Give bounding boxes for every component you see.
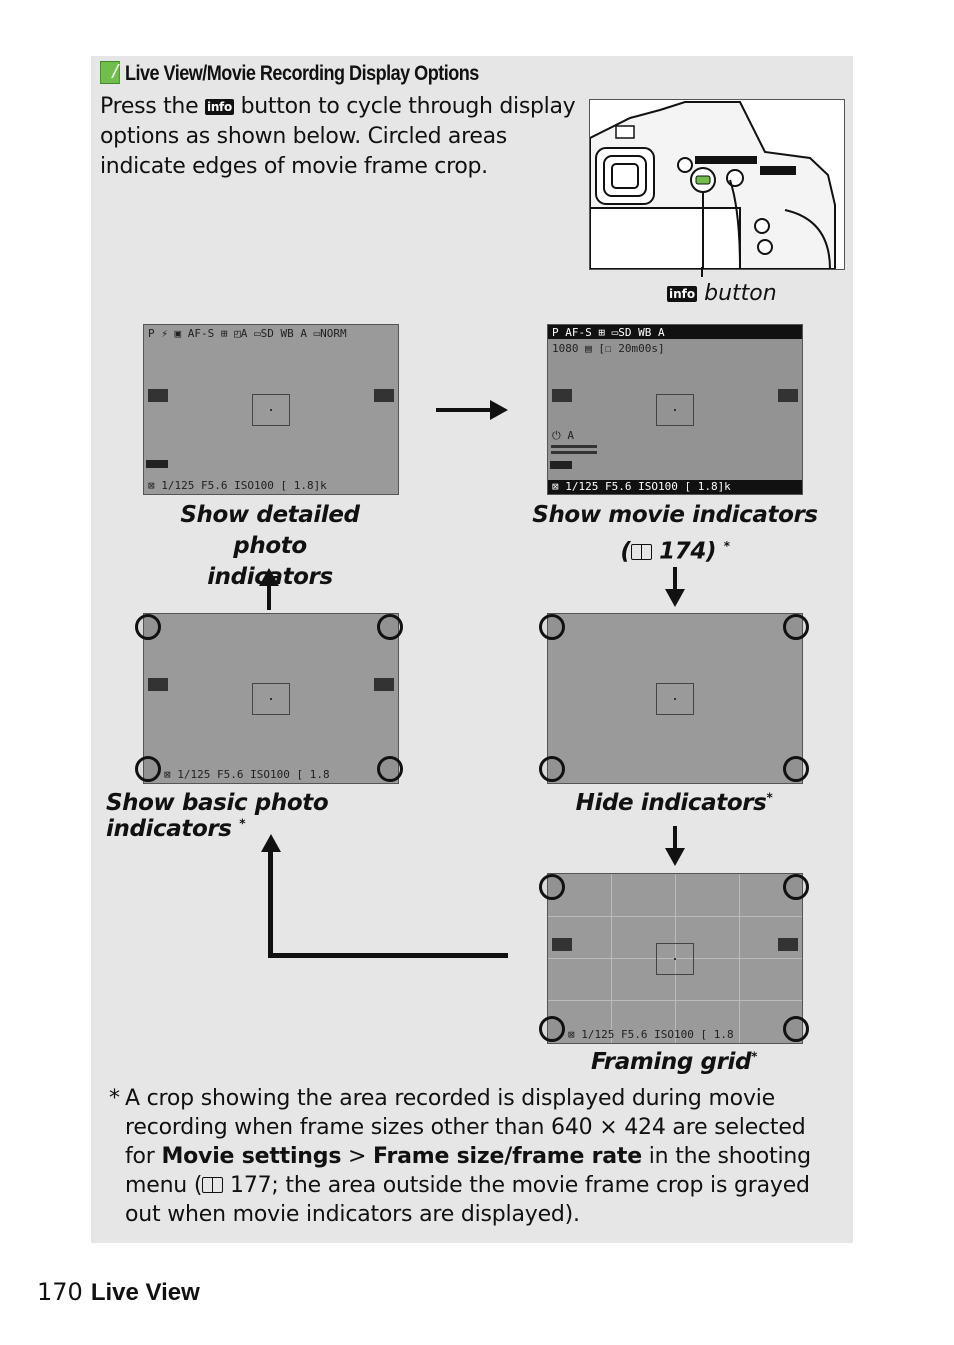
- arrow-up: [267, 584, 271, 610]
- info-icon: [778, 938, 798, 951]
- crop-edge-marker: [783, 874, 809, 900]
- indicator-bottom: ⊠ 1/125 F5.6 ISO100 [ 1.8: [164, 768, 330, 781]
- leader-line: [701, 267, 703, 277]
- caption-framing-grid: Framing grid*: [591, 1049, 757, 1075]
- caption-movie: Show movie indicators ( 174) *: [532, 502, 818, 565]
- crop-edge-marker: [539, 756, 565, 782]
- indicator-bottom: ⊠ 1/125 F5.6 ISO100 [ 1.8]k: [552, 480, 731, 493]
- live-view-mode-icon: [552, 938, 572, 951]
- info-icon: info: [667, 286, 698, 302]
- info-icon: [374, 389, 394, 402]
- footnote: * A crop showing the area recorded is di…: [109, 1086, 811, 1227]
- crop-edge-marker: [135, 614, 161, 640]
- live-view-mode-icon: [552, 389, 572, 402]
- audio-level-icon: [551, 445, 597, 448]
- grid-line: [548, 1000, 802, 1001]
- return-arrow-horizontal: [268, 953, 508, 958]
- arrow-up-head-icon: [259, 568, 279, 586]
- live-view-mode-icon: [148, 678, 168, 691]
- caption-detailed-photo: Show detailed photo indicators: [180, 502, 360, 590]
- book-icon: [202, 1177, 224, 1193]
- crop-edge-marker: [783, 1016, 809, 1042]
- indicator-side: ⏻ A: [552, 429, 574, 442]
- intro-text: Press the info button to cycle through d…: [100, 94, 576, 179]
- arrow-down-head-icon: [665, 848, 685, 866]
- indicator-bottom: ⊠ 1/125 F5.6 ISO100 [ 1.8: [568, 1028, 734, 1041]
- info-icon: [778, 389, 798, 402]
- arrow-right: [436, 408, 494, 412]
- focus-frame: [656, 682, 694, 715]
- battery-icon: [550, 461, 572, 469]
- page-number: 170: [37, 1278, 83, 1306]
- arrow-up-head-icon: [261, 834, 281, 852]
- info-icon: [374, 678, 394, 691]
- panel-heading: Live View/Movie Recording Display Option…: [100, 61, 479, 86]
- crop-edge-marker: [539, 614, 565, 640]
- book-icon: [630, 543, 652, 560]
- crop-edge-marker: [377, 756, 403, 782]
- camera-back-icon: [589, 101, 836, 270]
- crop-edge-marker: [783, 614, 809, 640]
- indicator-bottom: ⊠ 1/125 F5.6 ISO100 [ 1.8]k: [148, 479, 327, 492]
- section-title: Live View: [90, 1279, 200, 1306]
- menu-item-movie-settings: Movie settings: [161, 1144, 342, 1169]
- screen-framing-grid: ⊠ 1/125 F5.6 ISO100 [ 1.8: [547, 873, 803, 1044]
- indicator-second: 1080 ▤ [☐ 20m00s]: [552, 342, 665, 355]
- crop-edge-marker: [783, 756, 809, 782]
- arrow-down: [673, 826, 677, 850]
- arrow-down-head-icon: [665, 589, 685, 607]
- arrow-right-head-icon: [490, 400, 508, 420]
- top-bar: [548, 325, 802, 339]
- screen-hide-indicators: [547, 613, 803, 784]
- check-icon: [100, 61, 120, 84]
- caption-basic-photo: Show basic photo indicators *: [106, 790, 329, 842]
- screen-basic-photo: ⊠ 1/125 F5.6 ISO100 [ 1.8: [143, 613, 399, 784]
- crop-edge-marker: [377, 614, 403, 640]
- audio-level-icon: [551, 451, 597, 454]
- info-icon: info: [205, 99, 234, 115]
- bottom-bar: [548, 480, 802, 494]
- grid-line: [548, 916, 802, 917]
- focus-frame: [656, 393, 694, 426]
- indicator-top: P AF-S ⊞ ▭SD WB A: [552, 326, 665, 339]
- crop-edge-marker: [135, 756, 161, 782]
- page-footer: 170 Live View: [37, 1278, 200, 1307]
- info-button-caption: info button: [667, 281, 777, 306]
- focus-frame: [656, 942, 694, 975]
- camera-illustration: [589, 99, 845, 270]
- live-view-mode-icon: [148, 389, 168, 402]
- menu-item-frame-size: Frame size/frame rate: [373, 1144, 642, 1169]
- focus-frame: [252, 682, 290, 715]
- screen-detailed-photo: P ⚡ ▣ AF-S ⊞ ◰A ▭SD WB A ▭NORM ⊠ 1/125 F…: [143, 324, 399, 495]
- indicator-top: P ⚡ ▣ AF-S ⊞ ◰A ▭SD WB A ▭NORM: [148, 327, 347, 340]
- crop-edge-marker: [539, 874, 565, 900]
- caption-hide-indicators: Hide indicators*: [575, 790, 773, 816]
- focus-frame: [252, 393, 290, 426]
- crop-edge-marker: [539, 1016, 565, 1042]
- arrow-down: [673, 567, 677, 591]
- return-arrow-vertical: [268, 850, 273, 958]
- battery-icon: [146, 460, 168, 468]
- screen-movie: P AF-S ⊞ ▭SD WB A 1080 ▤ [☐ 20m00s] ⏻ A …: [547, 324, 803, 495]
